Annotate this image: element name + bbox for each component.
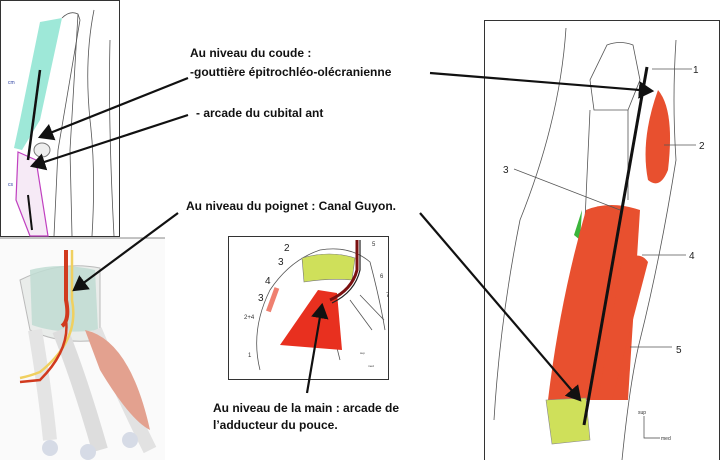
forearm-label-4: 4: [689, 251, 695, 262]
svg-text:sup: sup: [360, 351, 365, 355]
caption-elbow-gutter: -gouttière épitrochléo-olécranienne: [190, 65, 392, 79]
arrow-wrist-right: [419, 212, 582, 402]
label-cs: cs: [8, 182, 14, 188]
arrow-elbow-right: [429, 71, 655, 99]
orientation-sup: sup: [638, 410, 646, 416]
muscle-4: [598, 255, 648, 400]
orientation-med: med: [661, 436, 671, 442]
caption-elbow-title: Au niveau du coude :: [190, 46, 311, 60]
arrow-cubital-arcade: [29, 113, 189, 171]
forearm-label-3: 3: [503, 165, 509, 176]
caption-hand-1: Au niveau de la main : arcade de: [213, 401, 399, 415]
elbow-figure: cm cs: [0, 0, 120, 237]
hand-label-2: 2: [284, 243, 290, 254]
forearm-figure: 1 2 3 4 5 sup med: [484, 20, 720, 460]
arrow-adductor: [305, 302, 329, 394]
hypothenar-muscles: [85, 330, 150, 430]
hand-label-2-4: 2+4: [244, 315, 255, 321]
caption-wrist: Au niveau du poignet : Canal Guyon.: [186, 199, 396, 213]
hand-label-7: 7: [386, 293, 390, 299]
hand-label-5: 5: [372, 242, 376, 248]
forearm-label-2: 2: [699, 141, 705, 152]
hand-label-3a: 3: [278, 257, 284, 268]
ulnar-nerve: [582, 66, 649, 426]
ulnar-nerve: [26, 69, 42, 161]
svg-text:med: med: [368, 364, 374, 368]
hand-label-3b: 3: [258, 293, 264, 304]
ulnar-nerve: [19, 250, 75, 380]
muscle-2: [645, 90, 671, 184]
arrow-elbow-gutter: [37, 76, 189, 141]
ulnar-artery: [60, 250, 70, 328]
arrow-guyon-canal: [72, 212, 179, 292]
hand-label-1: 1: [248, 353, 252, 359]
hand-label-4: 4: [265, 276, 271, 287]
hand-label-6: 6: [380, 274, 384, 280]
forearm-label-5: 5: [676, 345, 682, 356]
label-cm: cm: [8, 80, 15, 86]
forearm-label-1: 1: [693, 65, 699, 76]
caption-hand-2: l’adducteur du pouce.: [213, 418, 338, 432]
wrist-figure: [0, 237, 165, 460]
hand-figure: 2 3 4 3 2+4 1 5 6 7 sup med: [228, 236, 390, 380]
caption-cubital-arcade: - arcade du cubital ant: [196, 106, 323, 120]
epitrochlea: [33, 142, 51, 158]
flexor-retinaculum: [301, 253, 356, 283]
arrows: [29, 71, 655, 402]
